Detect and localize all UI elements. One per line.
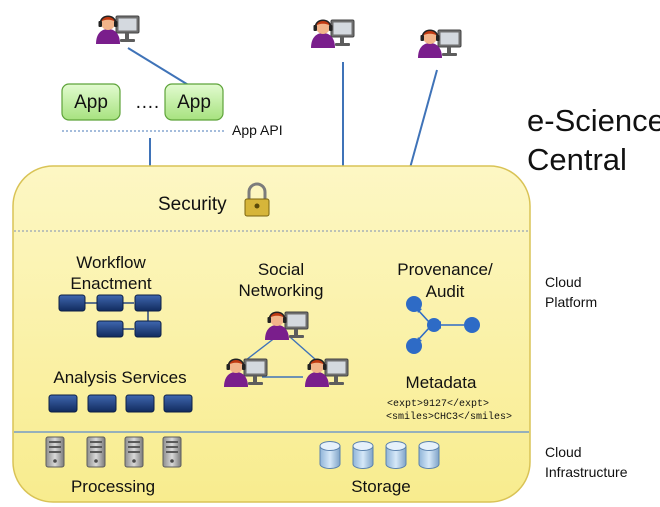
app-box <box>61 83 121 121</box>
social-label-line2: Networking <box>238 281 323 300</box>
metadata-code-line2: <smiles>CHC3</smiles> <box>386 411 512 423</box>
analysis-label: Analysis Services <box>53 368 186 387</box>
server-icon <box>45 436 65 468</box>
user1-app-connector <box>127 47 191 87</box>
cloud-infrastructure-label-line1: Cloud <box>545 444 582 460</box>
app-label: App <box>74 92 108 113</box>
cloud-platform-label-line2: Platform <box>545 294 597 310</box>
app-api-label: App API <box>232 122 283 138</box>
user-icon <box>417 29 462 59</box>
social-label-line1: Social <box>258 260 304 279</box>
workflow-block-icon <box>96 320 124 338</box>
storage-label: Storage <box>351 477 411 496</box>
social-network-links <box>245 336 317 378</box>
provenance-label-line2: Audit <box>426 282 465 301</box>
service-block-icon <box>125 394 155 413</box>
workflow-label-line1: Workflow <box>76 253 146 272</box>
user3-cloud-connector <box>409 69 438 169</box>
lock-icon <box>244 182 270 217</box>
workflow-label-line2: Enactment <box>70 274 152 293</box>
database-icon <box>418 441 440 469</box>
metadata-code-line1: <expt>9127</expt> <box>387 398 489 410</box>
database-icon <box>319 441 341 469</box>
workflow-diagram <box>85 302 149 330</box>
service-block-icon <box>163 394 193 413</box>
workflow-block-icon <box>134 320 162 338</box>
title-line2: Central <box>527 142 627 177</box>
database-icon <box>352 441 374 469</box>
service-block-icon <box>48 394 78 413</box>
workflow-block-icon <box>58 294 86 312</box>
service-block-icon <box>87 394 117 413</box>
workflow-block-icon <box>96 294 124 312</box>
server-icon <box>124 436 144 468</box>
provenance-node-icon <box>406 296 422 312</box>
provenance-node-icon <box>427 318 441 332</box>
cloud-platform-label-line1: Cloud <box>545 274 582 290</box>
cloud-infrastructure-label-line2: Infrastructure <box>545 464 628 480</box>
app-ellipsis: …. <box>135 92 159 113</box>
provenance-node-icon <box>464 317 480 333</box>
workflow-block-icon <box>134 294 162 312</box>
database-icon <box>385 441 407 469</box>
metadata-label: Metadata <box>406 373 477 392</box>
server-icon <box>162 436 182 468</box>
processing-label: Processing <box>71 477 155 496</box>
user-icon <box>95 15 140 45</box>
security-label: Security <box>158 194 227 215</box>
server-icon <box>86 436 106 468</box>
app-label: App <box>177 92 211 113</box>
provenance-label-line1: Provenance/ <box>397 260 493 279</box>
user-icon <box>310 19 355 49</box>
title-line1: e-Science <box>527 103 660 138</box>
provenance-node-icon <box>406 338 422 354</box>
app-box <box>164 83 224 121</box>
